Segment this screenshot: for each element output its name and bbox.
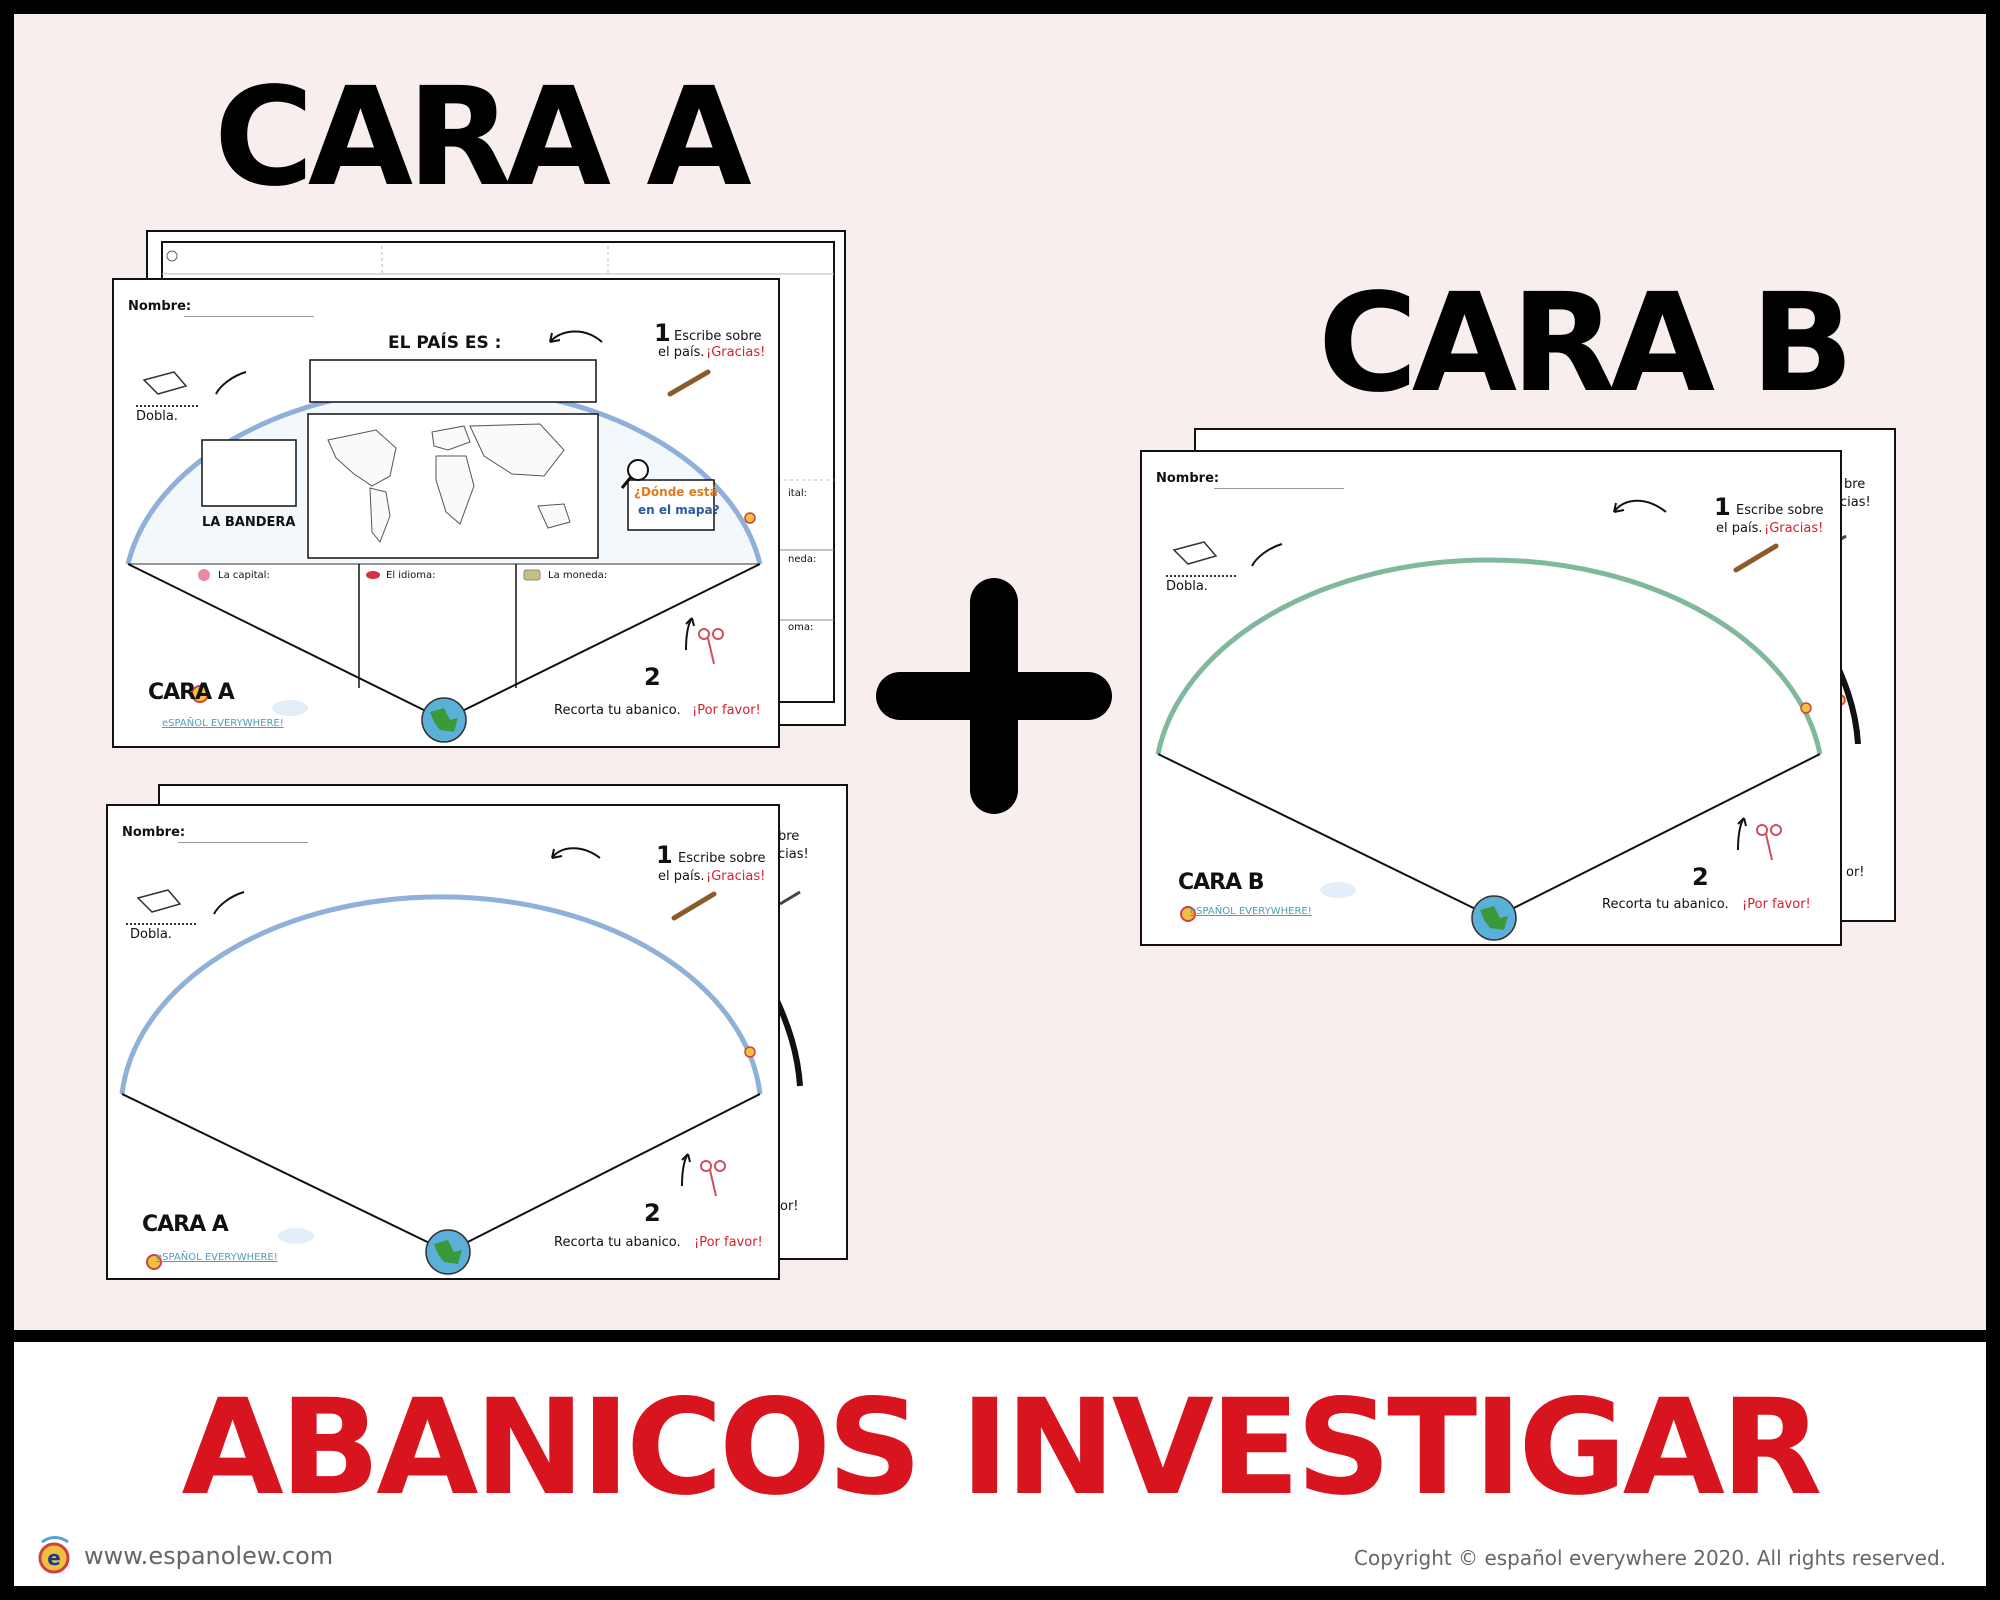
step2-please: ¡Por favor! bbox=[1742, 897, 1811, 912]
step1-line1: Escribe sobre bbox=[678, 851, 766, 866]
name-label: Nombre: bbox=[1156, 471, 1220, 486]
plus-icon bbox=[876, 578, 1112, 814]
back-fragment-1: bre bbox=[778, 829, 800, 844]
brand-logo: eSPAÑOL EVERYWHERE! bbox=[156, 1252, 278, 1263]
step1-line2: el país. bbox=[1716, 521, 1763, 536]
sheet-cara-label: CARA A bbox=[148, 680, 235, 705]
step1-number: 1 bbox=[1714, 493, 1731, 521]
flag-label: LA BANDERA bbox=[202, 515, 296, 530]
step2-text: Recorta tu abanico. bbox=[1602, 897, 1729, 912]
sheet-b-front: Nombre: Dobla. 1 Escribe sobre el país. … bbox=[1140, 450, 1842, 946]
svg-text:e: e bbox=[47, 1546, 61, 1570]
name-label: Nombre: bbox=[122, 825, 186, 840]
step2-please: ¡Por favor! bbox=[692, 703, 761, 718]
title-panel: ABANICOS INVESTIGAR e www.espanolew.com … bbox=[14, 1342, 1986, 1586]
sheet-cara-label: CARA B bbox=[1178, 870, 1265, 895]
where-question-2: en el mapa? bbox=[638, 503, 720, 517]
main-title: ABANICOS INVESTIGAR bbox=[181, 1371, 1823, 1525]
heading-cara-b: CARA B bbox=[1318, 265, 1854, 423]
country-name-box bbox=[309, 359, 597, 403]
scissors-icon bbox=[698, 628, 710, 640]
sheet-a-front-graphics bbox=[125, 330, 763, 743]
back-language-fragment: oma: bbox=[788, 622, 814, 633]
copyright-text: Copyright © español everywhere 2020. All… bbox=[1354, 1546, 1946, 1570]
step1-number: 1 bbox=[654, 319, 671, 347]
name-line bbox=[178, 842, 308, 843]
country-title: EL PAÍS ES : bbox=[388, 333, 502, 353]
magnifier-icon bbox=[627, 459, 649, 481]
website-link[interactable]: www.espanolew.com bbox=[84, 1542, 334, 1570]
step2-number: 2 bbox=[644, 663, 661, 691]
fold-icon bbox=[142, 371, 188, 395]
heading-cara-a: CARA A bbox=[214, 59, 752, 217]
fold-label: Dobla. bbox=[1166, 579, 1208, 594]
brand-logo: eSPAÑOL EVERYWHERE! bbox=[162, 718, 284, 729]
pencil-icon bbox=[667, 369, 711, 397]
step1-line1: Escribe sobre bbox=[1736, 503, 1824, 518]
back-fragment-3: or! bbox=[780, 1199, 799, 1214]
capital-label: La capital: bbox=[218, 570, 270, 581]
flag-box bbox=[201, 439, 297, 507]
sheet-a-front: Nombre: Dobla. 1 Escribe sobre el país. … bbox=[112, 278, 780, 748]
back-capital-fragment: ital: bbox=[788, 488, 807, 499]
back-currency-fragment: neda: bbox=[788, 554, 817, 565]
step2-number: 2 bbox=[1692, 863, 1709, 891]
step2-text: Recorta tu abanico. bbox=[554, 703, 681, 718]
step1-line2: el país. bbox=[658, 345, 705, 360]
currency-label: La moneda: bbox=[548, 570, 608, 581]
step2-please: ¡Por favor! bbox=[694, 1235, 763, 1250]
back-fragment-3: or! bbox=[1846, 865, 1865, 880]
sheet-b-front-graphics bbox=[1155, 499, 1823, 941]
step1-number: 1 bbox=[656, 841, 673, 869]
name-line bbox=[1214, 488, 1344, 489]
brand-logo: eSPAÑOL EVERYWHERE! bbox=[1190, 906, 1312, 917]
fan-arc bbox=[119, 894, 763, 1095]
name-line bbox=[184, 316, 314, 317]
fold-label: Dobla. bbox=[136, 409, 178, 424]
step1-thanks: ¡Gracias! bbox=[706, 345, 766, 360]
fold-label: Dobla. bbox=[130, 927, 172, 942]
step2-text: Recorta tu abanico. bbox=[554, 1235, 681, 1250]
language-label: El idioma: bbox=[386, 570, 436, 581]
step1-thanks: ¡Gracias! bbox=[706, 869, 766, 884]
curved-arrow-icon bbox=[549, 330, 603, 343]
where-question-1: ¿Dónde está bbox=[634, 485, 718, 499]
step1-thanks: ¡Gracias! bbox=[1764, 521, 1824, 536]
step1-line1: Escribe sobre bbox=[674, 329, 762, 344]
sheet-a2-front-graphics bbox=[119, 847, 763, 1275]
brand-logo-icon: e bbox=[38, 1536, 70, 1574]
sheet-a2-front: Nombre: Dobla. 1 Escribe sobre el país. … bbox=[106, 804, 780, 1280]
name-label: Nombre: bbox=[128, 299, 192, 314]
step1-line2: el país. bbox=[658, 869, 705, 884]
step2-number: 2 bbox=[644, 1199, 661, 1227]
sheet-cara-label: CARA A bbox=[142, 1212, 229, 1237]
fan-arc bbox=[1155, 557, 1823, 755]
preview-panel: CARA A CARA B ital: neda: oma: bbox=[14, 14, 1986, 1330]
back-fragment-1: bre bbox=[1844, 477, 1866, 492]
